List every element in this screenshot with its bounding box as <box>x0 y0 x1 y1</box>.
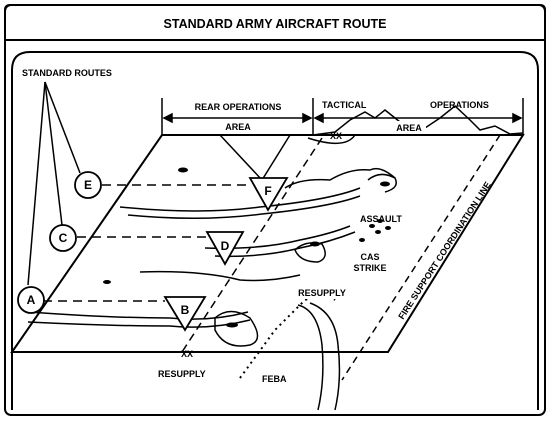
assault-label: ASSAULT <box>360 214 402 224</box>
inner-frame <box>11 51 539 410</box>
assault-markers <box>359 219 391 242</box>
tactical-area-bg <box>392 121 426 134</box>
route-d-triangle <box>205 231 245 266</box>
route-f-triangle <box>248 177 289 212</box>
rear-operations-label: REAR OPERATIONS <box>195 102 282 112</box>
resupply-rear-label: RESUPPLY <box>158 369 206 379</box>
route-e-circle <box>74 171 102 199</box>
strike-label: STRIKE <box>353 263 386 273</box>
cas-label: CAS <box>360 252 379 262</box>
route-circles <box>17 171 102 314</box>
route-a-circle <box>17 286 45 314</box>
aircraft-icons <box>103 167 390 328</box>
route-f-label: F <box>264 184 271 198</box>
route-triangles <box>163 177 289 332</box>
feba-label: FEBA <box>262 374 287 384</box>
route-a-label: A <box>27 293 36 307</box>
diagram-title: STANDARD ARMY AIRCRAFT ROUTE <box>164 17 387 31</box>
title-box <box>4 4 546 41</box>
boundary-marker-bottom: XX <box>181 349 193 359</box>
route-e-label: E <box>84 178 92 192</box>
resupply-forward-bg <box>295 287 349 299</box>
route-lines <box>43 184 250 302</box>
route-c-circle <box>49 224 77 252</box>
route-b-triangle <box>163 296 207 332</box>
boundary-line <box>181 137 323 353</box>
rear-ops-bg <box>188 99 293 113</box>
tactical-label: TACTICAL <box>322 100 367 110</box>
route-b-label: B <box>181 303 190 317</box>
resupply-forward-label: RESUPPLY <box>298 288 346 298</box>
route-leader-lines <box>27 81 81 286</box>
rear-area-label: AREA <box>225 122 251 132</box>
area-brackets <box>161 98 524 135</box>
route-d-label: D <box>221 239 230 253</box>
standard-routes-label: STANDARD ROUTES <box>22 68 112 78</box>
route-c-label: C <box>59 231 68 245</box>
tactical-area-label: AREA <box>396 123 422 133</box>
operations-label: OPERATIONS <box>430 100 489 110</box>
fscl-label: FIRE SUPPORT COORDINATION LINE <box>396 180 493 321</box>
fscl-line <box>341 134 501 381</box>
ground-plane <box>10 134 525 353</box>
